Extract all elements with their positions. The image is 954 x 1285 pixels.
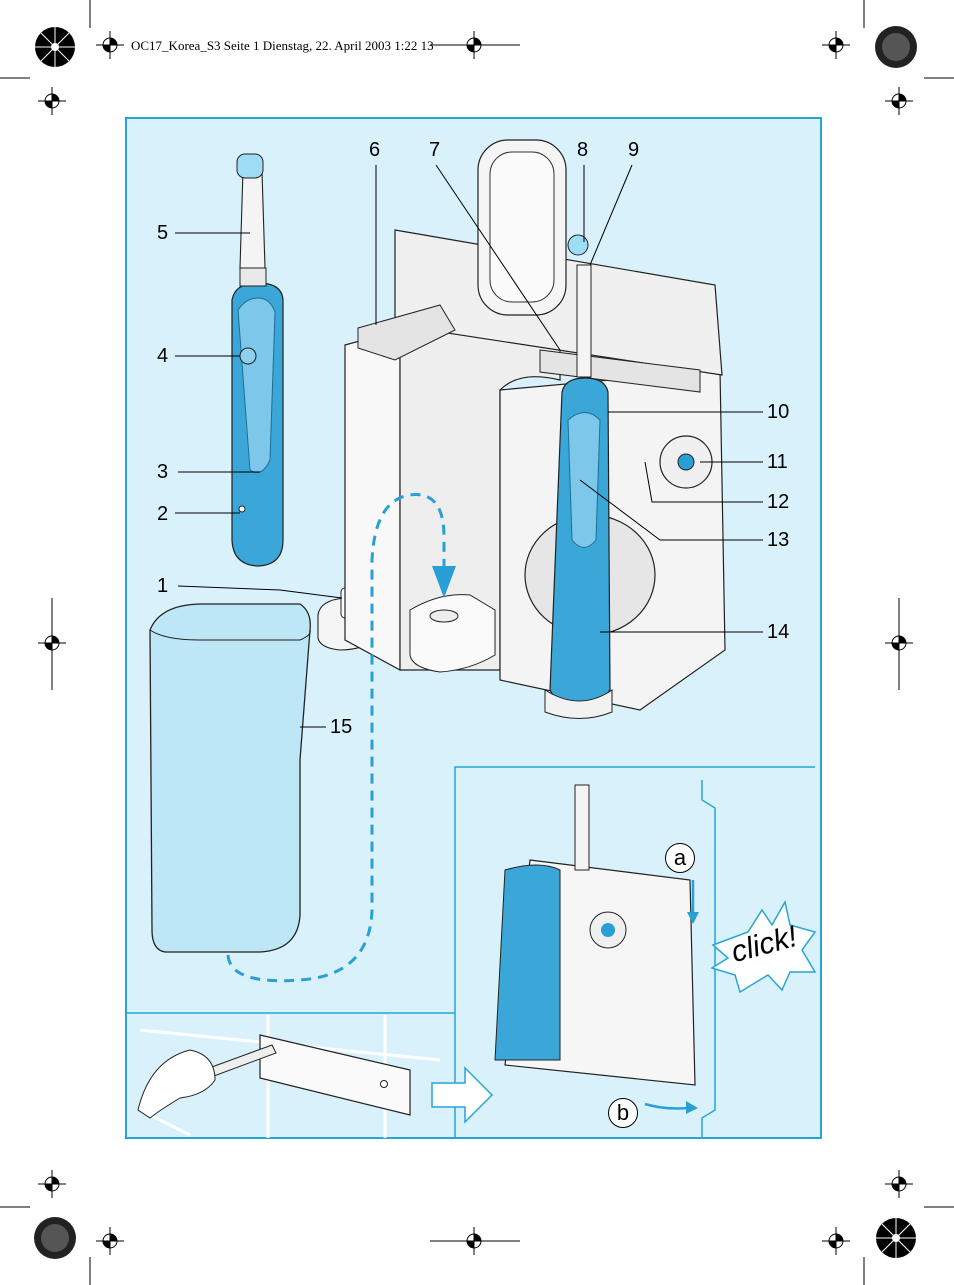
water-tank [149,603,311,953]
water-tube [226,493,446,983]
starburst-mark [875,26,917,68]
file-info-line: OC17_Korea_S3 Seite 1 Dienstag, 22. Apri… [131,38,434,53]
wall-mount-inset [137,1015,494,1138]
brush-head [236,153,267,287]
starburst-mark [35,27,75,67]
flow-arrow [432,566,456,598]
callout-5: 5 [157,222,169,244]
callout-lines [175,164,763,728]
starburst-mark [34,1217,76,1259]
callout-6: 6 [369,139,381,161]
callout-4: 4 [157,345,169,367]
toothbrush-handle [231,282,284,567]
step-b-label: b [608,1098,638,1128]
callout-15: 15 [330,716,353,738]
callout-12: 12 [767,491,790,513]
starburst-mark [876,1218,916,1258]
callout-1: 1 [157,575,169,597]
callout-8: 8 [577,139,589,161]
callout-7: 7 [429,139,441,161]
callout-14: 14 [767,621,790,643]
callout-2: 2 [157,503,169,525]
callout-11: 11 [767,451,788,473]
mounting-inset [494,780,817,1138]
station-toothbrush [544,234,613,719]
callout-13: 13 [767,529,790,551]
step-a-label: a [665,843,695,873]
callout-9: 9 [628,139,640,161]
charging-station [344,139,726,711]
callout-3: 3 [157,461,169,483]
click-starburst [710,899,817,994]
callout-10: 10 [767,401,790,423]
